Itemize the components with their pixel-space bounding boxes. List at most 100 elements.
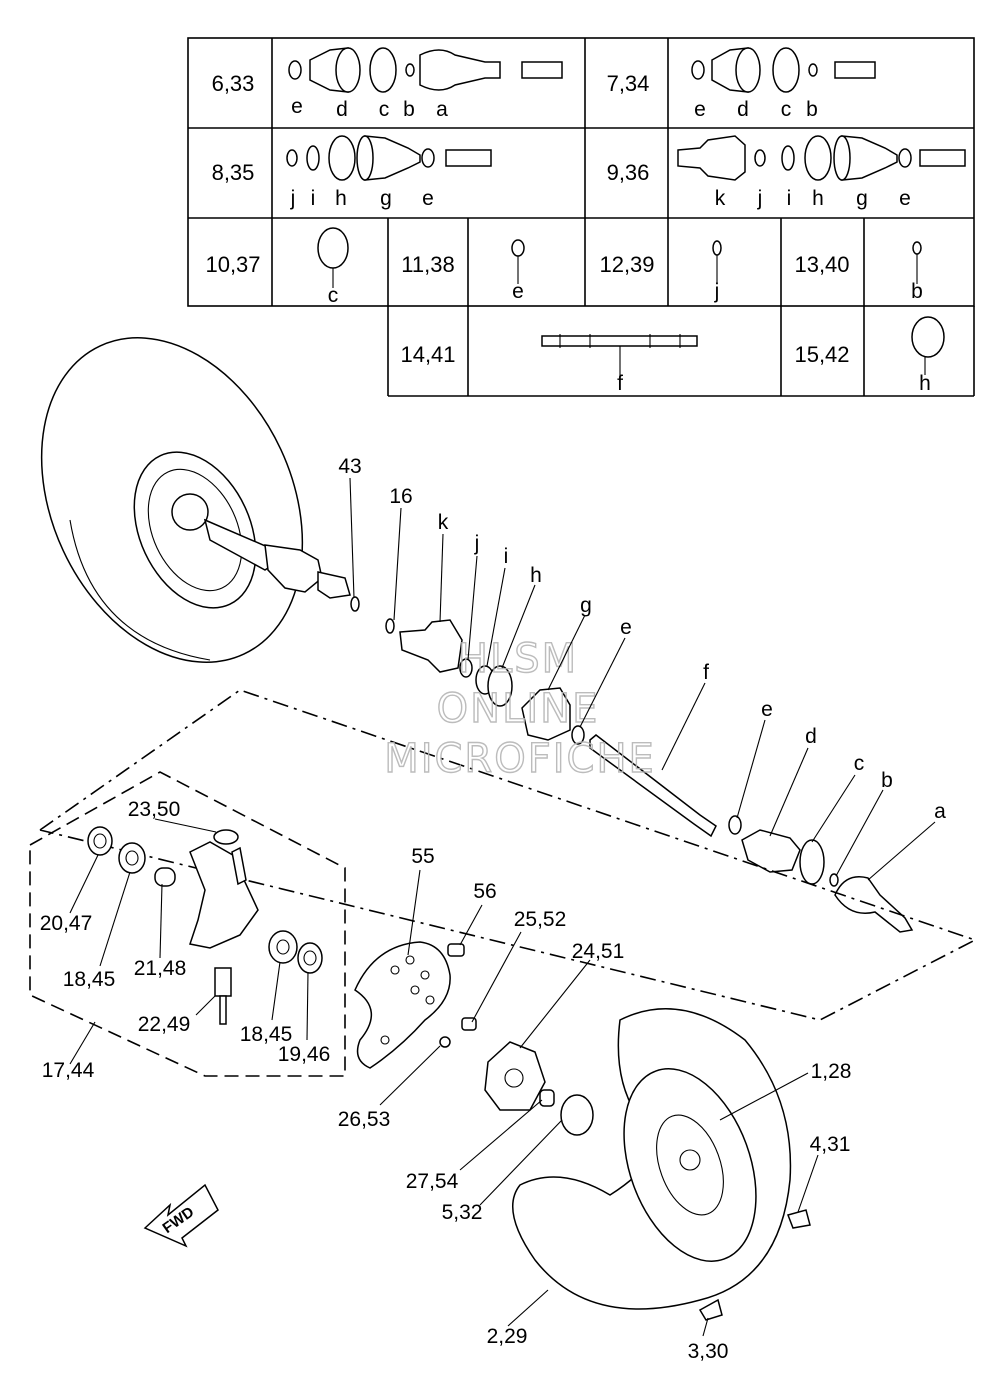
part-letter: e (512, 280, 524, 303)
snap-ring-icon (405, 63, 415, 77)
callout-18-45: 18,45 (240, 1023, 293, 1046)
axle-shaft-icon (834, 61, 876, 79)
callout-i: i (504, 545, 509, 568)
kit-7-34-parts: e d c b (691, 47, 876, 121)
snap-ring-icon (459, 658, 473, 678)
callout-c: c (854, 752, 865, 775)
kit-number: 10,37 (205, 252, 260, 277)
axle-shaft-icon (589, 734, 717, 838)
circlip-icon (213, 829, 239, 845)
axle-shaft-icon (541, 335, 698, 347)
part-letter: b (806, 98, 818, 121)
snap-ring-icon (829, 873, 839, 887)
ball-joint-icon (214, 967, 232, 997)
wheel-hub-icon (484, 1041, 546, 1111)
callout-22-49: 22,49 (138, 1013, 191, 1036)
part-letter: c (379, 98, 390, 121)
kit-6-33-parts: e d c b a (288, 47, 563, 121)
callout-f: f (703, 661, 709, 684)
part-letter: b (403, 98, 415, 121)
oil-seal-icon (87, 826, 113, 856)
part-letter: k (715, 187, 726, 210)
boot-clamp-icon (328, 135, 356, 181)
callout-56: 56 (473, 880, 496, 903)
exploded-view-boundary (39, 689, 978, 1021)
callout-55: 55 (411, 845, 434, 868)
snap-ring-icon (912, 241, 922, 255)
part-letter: h (919, 372, 931, 395)
washer-icon (439, 1036, 451, 1048)
disc-bolt-icon (447, 943, 465, 957)
callout-5-32: 5,32 (442, 1201, 483, 1224)
callout-23-50: 23,50 (128, 798, 181, 821)
part-letter: b (911, 280, 923, 303)
part-letter: a (436, 98, 448, 121)
part-letter: g (380, 187, 392, 210)
callout-17-44: 17,44 (42, 1059, 95, 1082)
knuckle-icon (189, 841, 259, 949)
callout-27-54: 27,54 (406, 1170, 459, 1193)
part-letter: e (899, 187, 911, 210)
part-letter: i (311, 187, 316, 210)
callout-24-51: 24,51 (572, 940, 625, 963)
brake-disc-icon (354, 941, 451, 1069)
part-letter: j (757, 187, 763, 210)
callout-2-29: 2,29 (487, 1325, 528, 1348)
part-letter: f (617, 372, 623, 395)
axle-shaft-icon (445, 149, 492, 167)
callout-d: d (805, 725, 817, 748)
snap-ring-icon (754, 149, 766, 167)
kit-number: 7,34 (607, 71, 650, 96)
cv-joint-icon (834, 876, 914, 933)
boot-clamp-icon (421, 148, 435, 168)
callout-e: e (620, 616, 632, 639)
callout-43: 43 (338, 455, 361, 478)
kit-number: 9,36 (607, 160, 650, 185)
part-letter: c (781, 98, 792, 121)
callout-g: g (580, 594, 592, 617)
cv-boot-icon (264, 544, 323, 593)
callout-h: h (530, 564, 542, 587)
callout-j: j (474, 532, 480, 555)
callout-26-53: 26,53 (338, 1108, 391, 1131)
boot-clamp-icon (288, 60, 302, 80)
cv-boot-icon (841, 135, 898, 181)
callout-k: k (438, 511, 449, 534)
callout-1-28: 1,28 (811, 1060, 852, 1083)
snap-ring-icon (385, 618, 395, 634)
snap-ring-icon (808, 63, 818, 77)
part-letter: j (290, 187, 296, 210)
boot-clamp-icon (728, 815, 742, 835)
axle-shaft-icon (521, 61, 563, 79)
cv-joint-icon (399, 619, 463, 673)
fwd-arrow-icon: FWD (143, 1183, 219, 1248)
part-letter: g (856, 187, 868, 210)
callout-21-48: 21,48 (134, 957, 187, 980)
wheel-hub-icon (171, 493, 209, 531)
callout-labels: 43 16 k j i h g e f e d c b a 23,50 20,4… (40, 455, 946, 1363)
kit-number: 11,38 (401, 252, 454, 277)
axle-shaft-icon (919, 149, 966, 167)
spacer-icon (154, 867, 176, 887)
valve-icon (698, 1298, 723, 1321)
nut-icon (560, 1094, 594, 1136)
hub-bolt-icon (461, 1017, 477, 1031)
snap-ring-icon (712, 240, 722, 256)
boot-clamp-icon (317, 227, 349, 269)
callout-16: 16 (389, 485, 412, 508)
part-letter: c (328, 284, 339, 307)
part-letter: d (336, 98, 348, 121)
cv-boot-icon (364, 135, 421, 181)
part-letter: i (787, 187, 792, 210)
callout-20-47: 20,47 (40, 912, 93, 935)
kit-number: 13,40 (794, 252, 849, 277)
kit-number: 12,39 (599, 252, 654, 277)
kit-number: 6,33 (212, 71, 255, 96)
wheel-rim-icon (623, 1068, 757, 1262)
boot-clamp-icon (799, 839, 825, 885)
kit-number: 15,42 (794, 342, 849, 367)
boot-clamp-icon (571, 725, 585, 745)
part-letter: h (812, 187, 824, 210)
snap-ring-icon (350, 596, 360, 612)
callout-18-45: 18,45 (63, 968, 116, 991)
